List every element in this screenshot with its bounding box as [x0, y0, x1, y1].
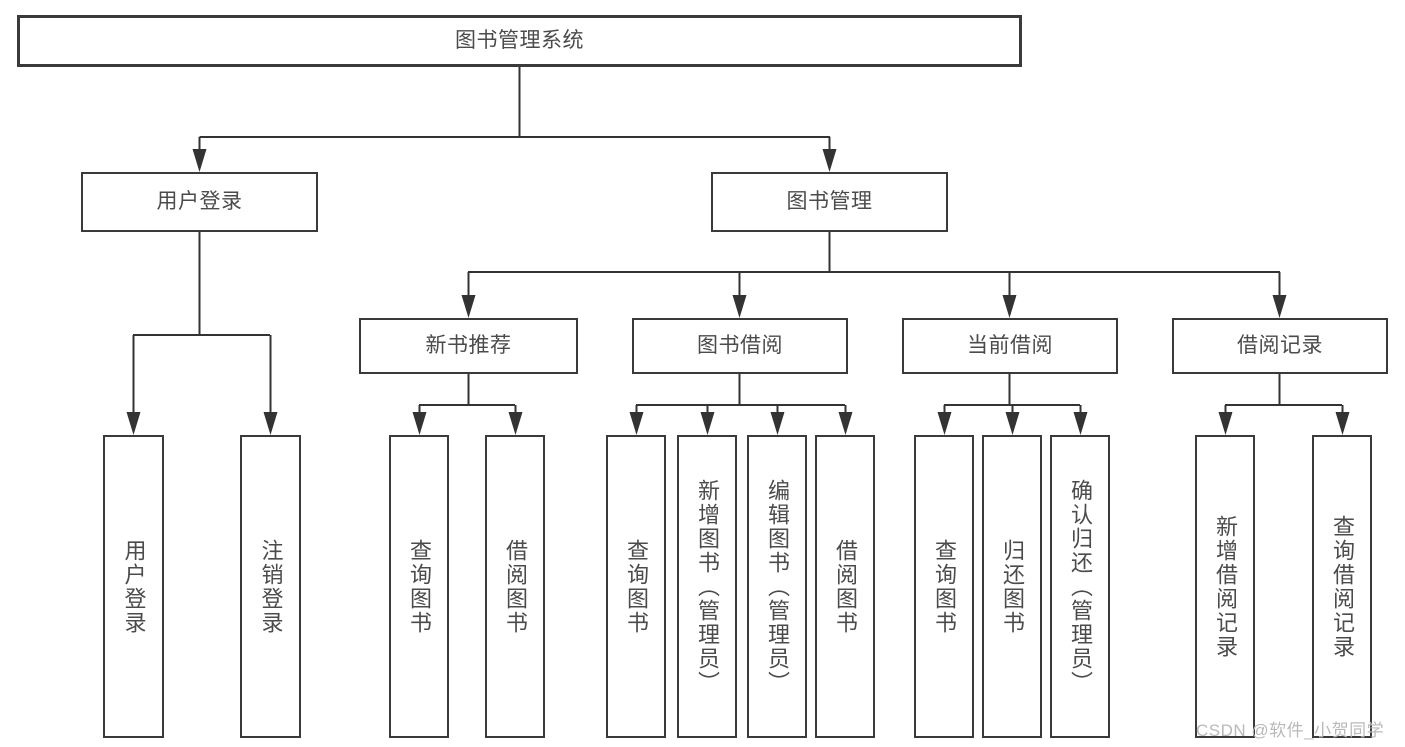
- node-leaf-query-book-1-label: 查询图书: [407, 538, 432, 635]
- node-book-borrow-label: 图书借阅: [697, 333, 783, 357]
- node-leaf-user-login[interactable]: 用户登录: [103, 435, 164, 738]
- node-leaf-borrow-book-2[interactable]: 借阅图书: [815, 435, 875, 738]
- node-leaf-edit-book[interactable]: 编辑图书（管理员）: [747, 435, 807, 738]
- node-leaf-query-record[interactable]: 查询借阅记录: [1312, 435, 1372, 738]
- node-leaf-add-record[interactable]: 新增借阅记录: [1195, 435, 1255, 738]
- node-user-login-label: 用户登录: [156, 189, 243, 213]
- node-leaf-query-book-1[interactable]: 查询图书: [389, 435, 449, 738]
- node-current-borrow[interactable]: 当前借阅: [902, 318, 1118, 374]
- node-leaf-add-book-label: 新增图书（管理员）: [695, 478, 720, 695]
- node-book-manage-label: 图书管理: [786, 189, 873, 213]
- node-leaf-query-book-3-label: 查询图书: [932, 538, 957, 635]
- node-root-label: 图书管理系统: [455, 28, 584, 52]
- node-root[interactable]: 图书管理系统: [17, 15, 1022, 67]
- node-new-book-recommend-label: 新书推荐: [425, 333, 512, 357]
- node-borrow-record-label: 借阅记录: [1237, 333, 1323, 357]
- node-leaf-query-record-label: 查询借阅记录: [1330, 514, 1355, 659]
- node-leaf-borrow-book-2-label: 借阅图书: [833, 538, 858, 635]
- node-leaf-borrow-book-1[interactable]: 借阅图书: [485, 435, 545, 738]
- node-leaf-logout-label: 注销登录: [258, 538, 284, 635]
- node-leaf-confirm-return-label: 确认归还（管理员）: [1068, 478, 1093, 695]
- node-current-borrow-label: 当前借阅: [967, 333, 1053, 357]
- node-book-borrow[interactable]: 图书借阅: [632, 318, 848, 374]
- watermark: CSDN @软件_小贺同学: [1196, 721, 1385, 740]
- node-leaf-edit-book-label: 编辑图书（管理员）: [765, 478, 790, 695]
- node-user-login[interactable]: 用户登录: [81, 172, 318, 232]
- node-leaf-query-book-3[interactable]: 查询图书: [914, 435, 974, 738]
- node-leaf-query-book-2-label: 查询图书: [624, 538, 649, 635]
- node-borrow-record[interactable]: 借阅记录: [1172, 318, 1388, 374]
- node-leaf-query-book-2[interactable]: 查询图书: [606, 435, 666, 738]
- node-new-book-recommend[interactable]: 新书推荐: [359, 318, 578, 374]
- node-leaf-add-book[interactable]: 新增图书（管理员）: [677, 435, 737, 738]
- node-leaf-borrow-book-1-label: 借阅图书: [503, 538, 528, 635]
- node-leaf-user-login-label: 用户登录: [121, 538, 147, 635]
- node-leaf-confirm-return[interactable]: 确认归还（管理员）: [1050, 435, 1110, 738]
- node-leaf-return-book[interactable]: 归还图书: [982, 435, 1042, 738]
- node-leaf-return-book-label: 归还图书: [1000, 538, 1025, 635]
- node-leaf-logout[interactable]: 注销登录: [240, 435, 301, 738]
- node-leaf-add-record-label: 新增借阅记录: [1213, 514, 1238, 659]
- node-book-manage[interactable]: 图书管理: [711, 172, 948, 232]
